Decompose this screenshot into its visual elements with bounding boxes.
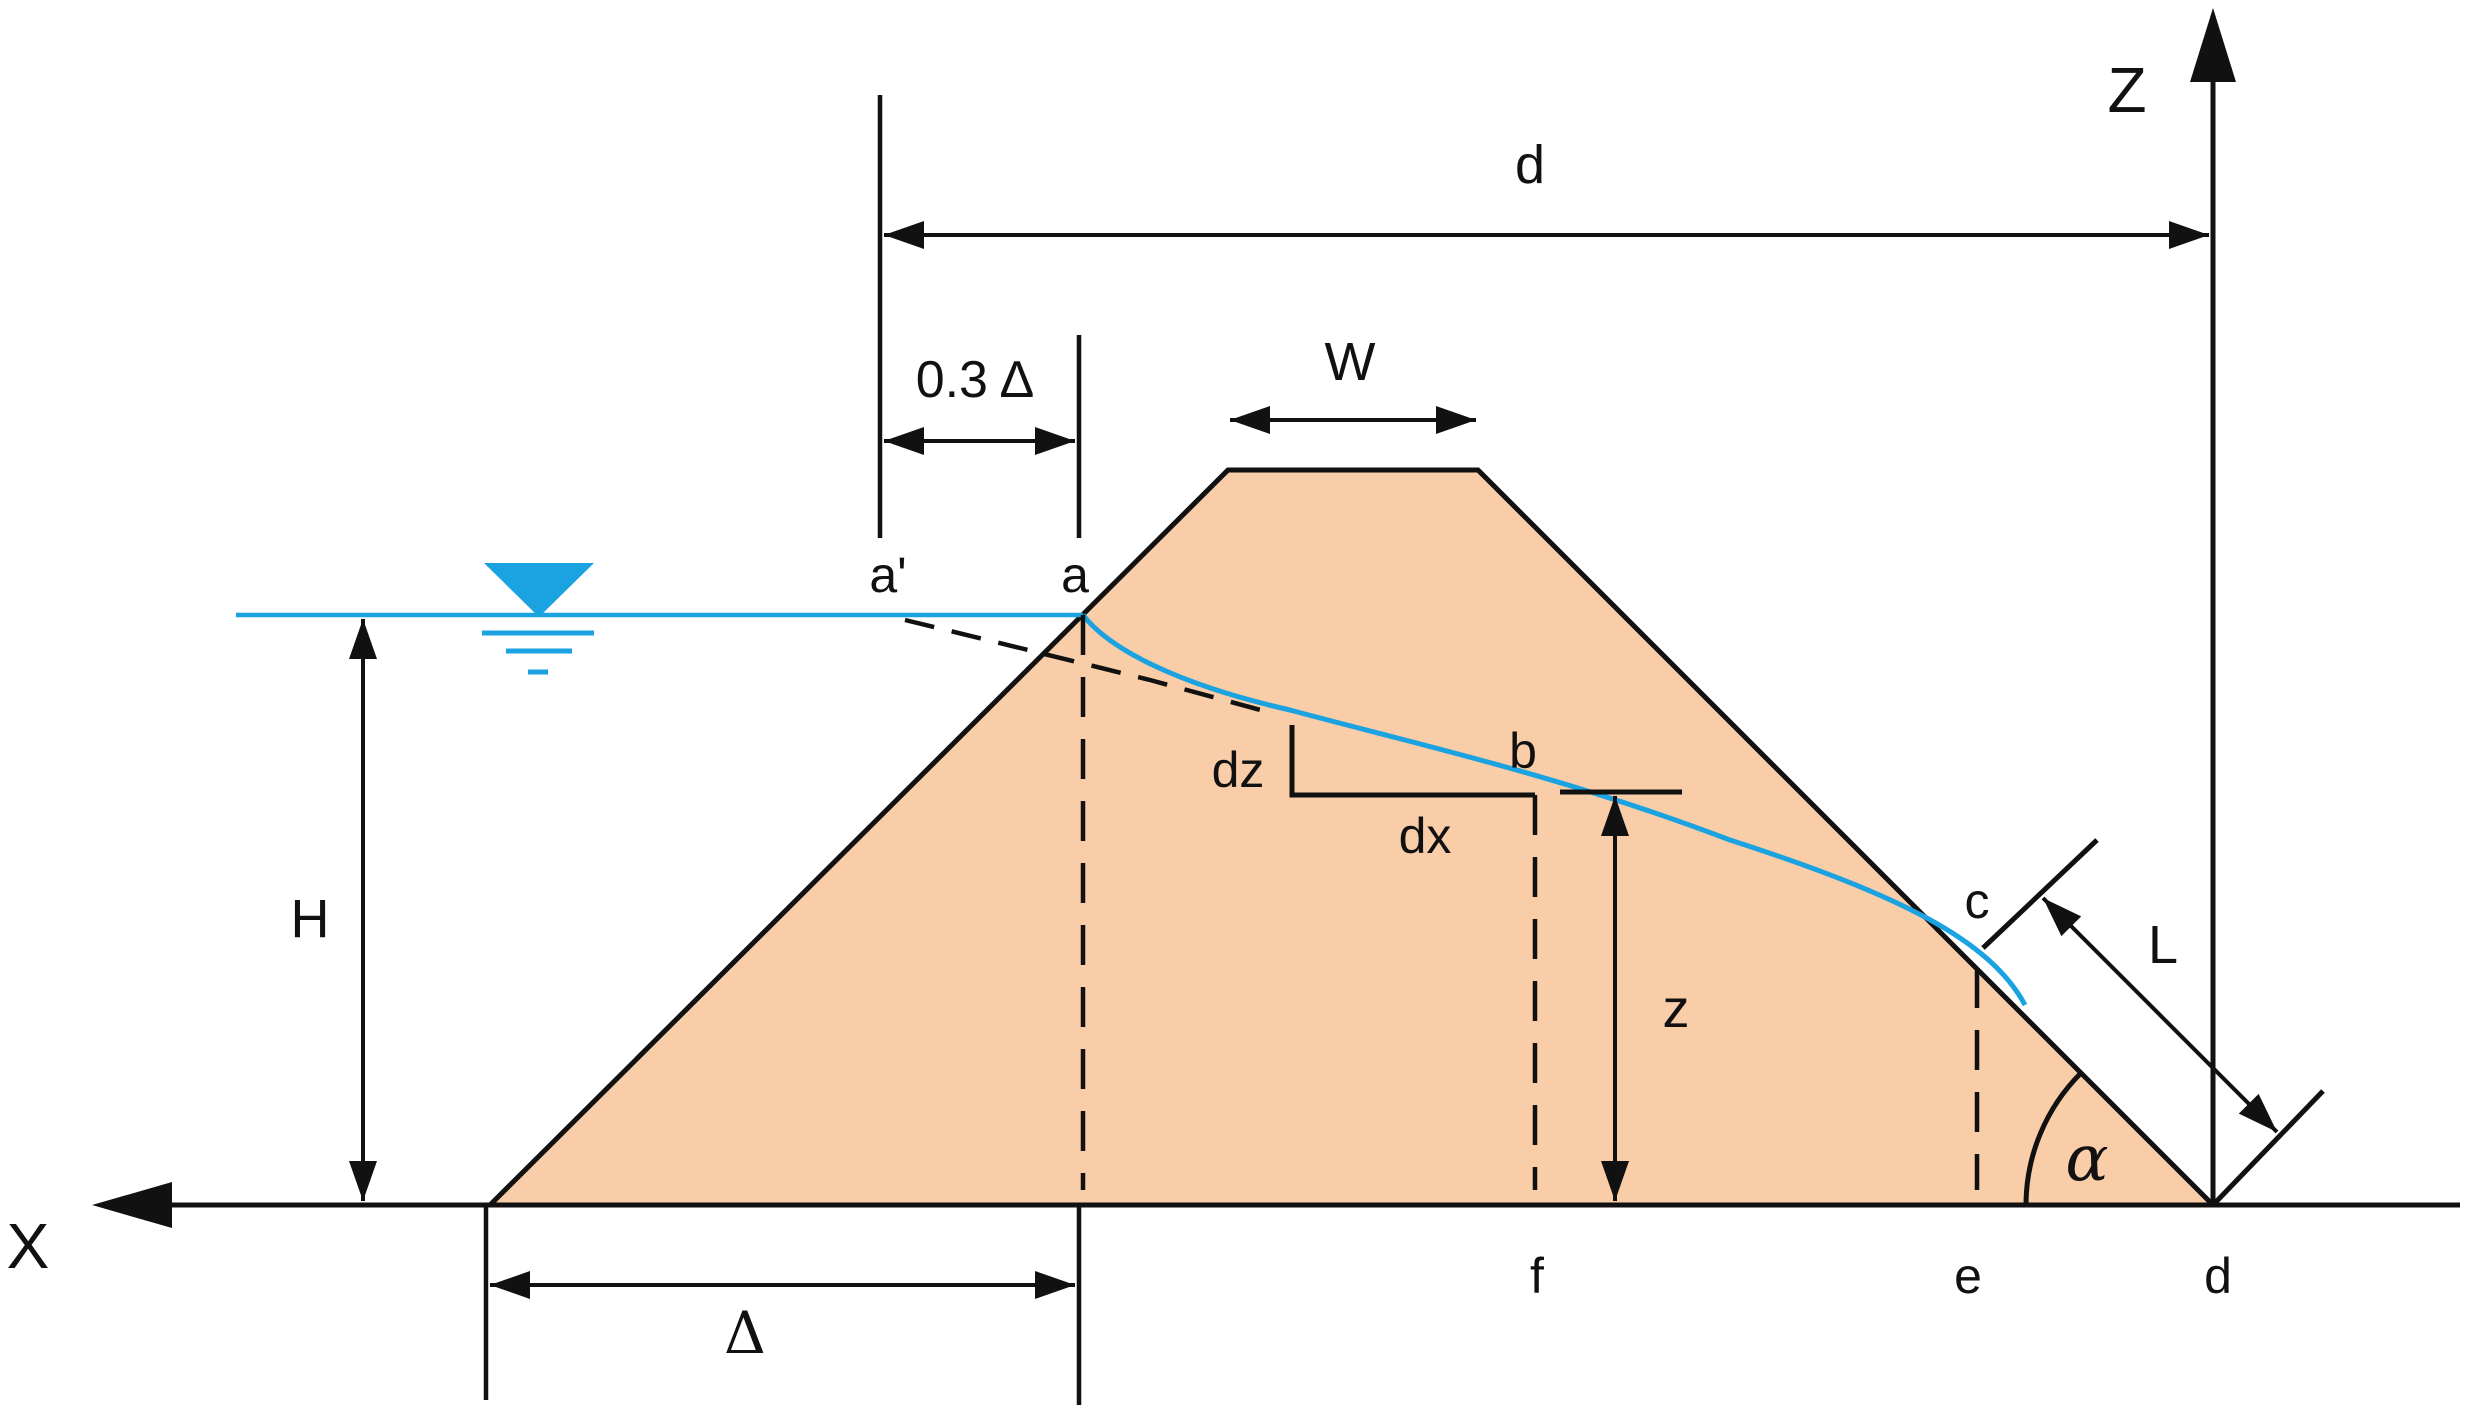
alpha-angle-arc (2023, 1071, 2083, 1206)
water-level-icon (482, 563, 594, 675)
dz-label: dz (1212, 742, 1265, 798)
z-axis-label: Z (2107, 54, 2146, 126)
extrapolated-phreatic-line (904, 617, 1269, 715)
point-f-label: f (1530, 1248, 1544, 1304)
alpha-label: α (2065, 1122, 2108, 1196)
l-tick-upper (1981, 838, 2099, 950)
point-a-prime-label: a' (869, 547, 906, 603)
dam-body (483, 467, 2220, 1208)
point-e-label: e (1954, 1248, 1982, 1304)
point-a-label: a (1061, 547, 1089, 603)
point-c-label: c (1965, 873, 1990, 929)
x-axis-arrow-icon (92, 1182, 172, 1228)
dx-label: dx (1399, 808, 1452, 864)
phreatic-line (1081, 613, 2028, 1007)
w-dimension-label: W (1325, 332, 1376, 392)
delta-dimension-label: Δ (724, 1299, 766, 1367)
offset-dimension-label: 0.3 Δ (916, 351, 1035, 409)
d-dimension-label: d (1515, 135, 1545, 195)
differential-triangle (1289, 725, 1535, 798)
point-b-label: b (1509, 723, 1537, 779)
z-dimension-label: z (1663, 979, 1690, 1039)
h-dimension-label: H (291, 889, 330, 949)
l-tick-lower (2211, 1089, 2325, 1207)
point-d-label: d (2204, 1248, 2232, 1304)
z-axis-arrow-icon (2190, 8, 2236, 82)
x-axis-label: X (7, 1210, 50, 1282)
l-dimension-label: L (2148, 915, 2178, 975)
l-dimension-arrow (2041, 896, 2279, 1134)
